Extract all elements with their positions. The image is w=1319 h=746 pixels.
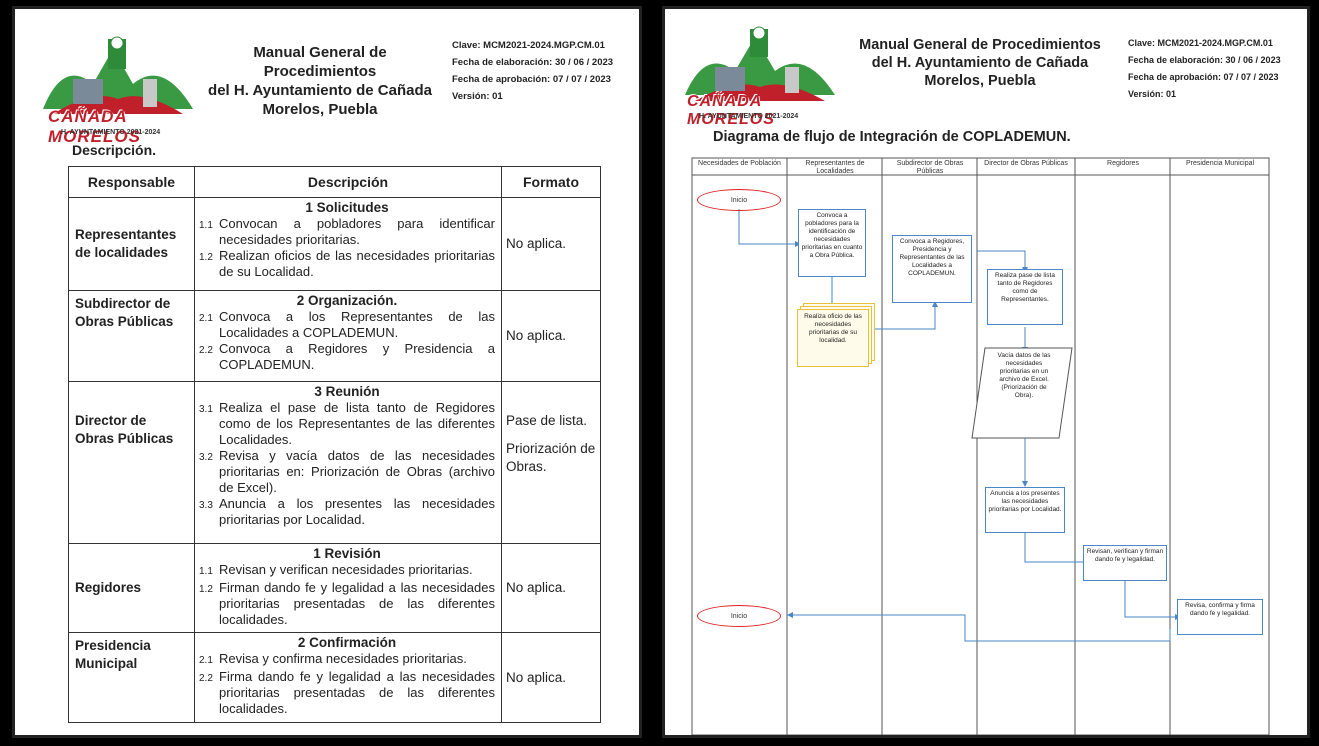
logo-graphic bbox=[685, 26, 835, 101]
flowchart-page: CAÑADA MORELOS H. AYUNTAMIENTO 2021-2024… bbox=[662, 6, 1310, 738]
clave: Clave: MCM2021-2024.MGP.CM.01 bbox=[1128, 38, 1273, 48]
document-title: Manual General de Procedimientos del H. … bbox=[859, 37, 1101, 89]
flow-step: Vacía datos de las necesidades prioritar… bbox=[997, 352, 1051, 399]
swimlane-grid bbox=[691, 157, 1270, 735]
step-title: 2 Confirmación bbox=[297, 635, 397, 650]
lane-header: Necesidades de Población bbox=[698, 160, 781, 167]
flow-step: Revisan, verifican y firman dando fe y l… bbox=[1083, 545, 1167, 581]
section-label: Descripción. bbox=[72, 142, 157, 158]
document-shape: Realiza oficio de las necesidades priori… bbox=[797, 309, 869, 367]
end-oval: Inicio bbox=[697, 605, 781, 627]
table-row: Director de Obras Públicas 3 Reunión 3.1… bbox=[68, 381, 601, 544]
version: Versión: 01 bbox=[1128, 89, 1177, 99]
step-title: 3 Reunión bbox=[314, 384, 380, 399]
logo-subtitle: H. AYUNTAMIENTO 2021-2024 bbox=[699, 113, 799, 120]
table-row: Subdirector de Obras Públicas 2 Organiza… bbox=[68, 290, 601, 382]
formato-cell: No aplica. bbox=[501, 543, 601, 633]
logo-graphic bbox=[43, 36, 193, 114]
flow-step: Realiza pase de lista tanto de Regidores… bbox=[987, 269, 1063, 325]
step-title: 1 Solicitudes bbox=[305, 200, 389, 215]
data-parallelogram bbox=[971, 347, 1073, 439]
table-row: Presidencia Municipal 2 Confirmación 2.1… bbox=[68, 632, 601, 723]
start-oval: Inicio bbox=[697, 189, 781, 211]
municipality-logo: CAÑADA MORELOS H. AYUNTAMIENTO 2021-2024 bbox=[675, 23, 845, 128]
procedure-table: Responsable Descripción Formato Represen… bbox=[68, 166, 601, 723]
municipality-logo: CAÑADA MORELOS H. AYUNTAMIENTO 2021-2024 bbox=[33, 29, 203, 146]
logo-subtitle: H. AYUNTAMIENTO 2021-2024 bbox=[61, 129, 161, 136]
responsable-cell: Representantes de localidades bbox=[68, 197, 195, 291]
responsable-cell: Subdirector de Obras Públicas bbox=[68, 290, 195, 382]
lane-header: Subdirector de Obras Públicas bbox=[896, 160, 964, 175]
lane-header: Representantes de Localidades bbox=[805, 160, 865, 175]
document-metadata: Clave: MCM2021-2024.MGP.CM.01 Fecha de e… bbox=[452, 37, 639, 105]
flow-step: Revisa, confirma y firma dando fe y lega… bbox=[1177, 599, 1263, 635]
fecha-elaboracion: Fecha de elaboración: 30 / 06 / 2023 bbox=[452, 57, 614, 68]
col-responsable: Responsable bbox=[68, 166, 195, 198]
logo-name: CAÑADA MORELOS bbox=[48, 107, 141, 146]
col-descripcion: Descripción bbox=[194, 166, 502, 198]
version: Versión: 01 bbox=[452, 91, 503, 102]
document-title: Manual General de Procedimientos del H. … bbox=[208, 44, 432, 118]
table-header-row: Responsable Descripción Formato bbox=[68, 166, 601, 198]
fecha-aprobacion: Fecha de aprobación: 07 / 07 / 2023 bbox=[452, 74, 611, 85]
formato-cell: No aplica. bbox=[501, 290, 601, 382]
col-formato: Formato bbox=[501, 166, 601, 198]
lane-header: Regidores bbox=[1107, 160, 1139, 167]
formato-cell: Pase de lista. Priorización de Obras. bbox=[501, 381, 601, 544]
formato-cell: No aplica. bbox=[501, 632, 601, 723]
diagram-title: Diagrama de flujo de Integración de COPL… bbox=[713, 129, 1071, 145]
fecha-aprobacion: Fecha de aprobación: 07 / 07 / 2023 bbox=[1128, 72, 1279, 82]
document-metadata: Clave: MCM2021-2024.MGP.CM.01 Fecha de e… bbox=[1128, 35, 1307, 103]
table-row: Representantes de localidades 1 Solicitu… bbox=[68, 197, 601, 291]
lane-header: Presidencia Municipal bbox=[1185, 160, 1255, 167]
formato-cell: No aplica. bbox=[501, 197, 601, 291]
responsable-cell: Director de Obras Públicas bbox=[68, 381, 195, 544]
clave: Clave: MCM2021-2024.MGP.CM.01 bbox=[452, 40, 605, 51]
step-title: 1 Revisión bbox=[313, 546, 381, 561]
fecha-elaboracion: Fecha de elaboración: 30 / 06 / 2023 bbox=[1128, 55, 1281, 65]
description-page: CAÑADA MORELOS H. AYUNTAMIENTO 2021-2024… bbox=[12, 6, 642, 738]
responsable-cell: Regidores bbox=[68, 543, 195, 633]
responsable-cell: Presidencia Municipal bbox=[68, 632, 195, 723]
flow-step: Anuncia a los presentes las necesidades … bbox=[985, 487, 1065, 533]
flow-step: Convoca a Regidores, Presidencia y Repre… bbox=[892, 235, 972, 303]
lane-header: Director de Obras Públicas bbox=[984, 160, 1068, 167]
logo-name: CAÑADA MORELOS bbox=[687, 93, 775, 128]
step-title: 2 Organización. bbox=[296, 293, 398, 308]
flow-step: Convoca a pobladores para la identificac… bbox=[798, 209, 866, 277]
